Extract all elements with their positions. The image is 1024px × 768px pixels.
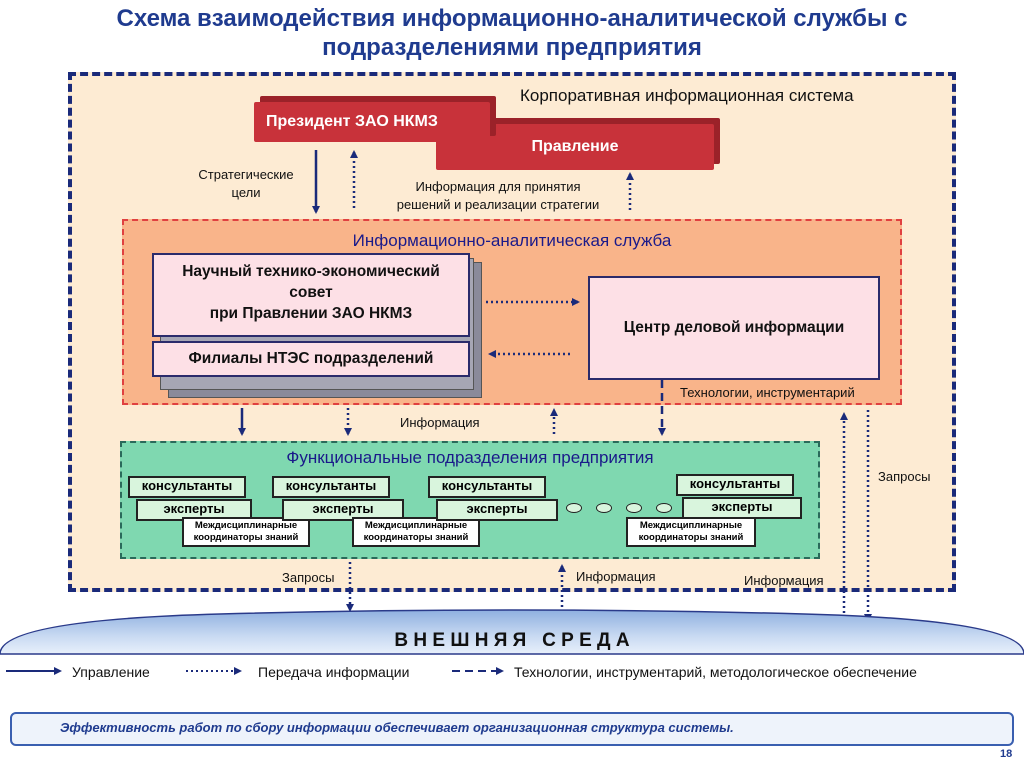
- footer-text: Эффективность работ по сбору информации …: [60, 720, 734, 735]
- experts-box: эксперты: [436, 499, 558, 521]
- oval-icon: [626, 503, 642, 513]
- strategic-goals-line-1: Стратегические: [198, 167, 294, 182]
- president-label: Президент ЗАО НКМЗ: [266, 113, 438, 130]
- coordinators-line-1: Междисциплинарные: [194, 520, 298, 531]
- legend-info-transfer: Передача информации: [258, 664, 410, 680]
- oval-icon: [596, 503, 612, 513]
- information-mid-text: Информация: [400, 415, 480, 430]
- decision-info-line-1: Информация для принятия: [415, 179, 581, 194]
- council-line-2: совет: [289, 284, 333, 301]
- functional-units-label: Функциональные подразделения предприятия: [286, 448, 654, 467]
- footer-box: [10, 712, 1014, 746]
- consultants-box: консультанты: [128, 476, 246, 498]
- page-number: 18: [1000, 748, 1013, 760]
- decision-info-line-2: решений и реализации стратегии: [396, 197, 600, 212]
- information-bottom-text: Информация: [576, 569, 656, 584]
- coordinators-line-2: координаторы знаний: [363, 532, 469, 543]
- consultants-box: консультанты: [676, 474, 794, 496]
- external-environment: [0, 609, 1024, 655]
- page-title: Схема взаимодействия информационно-анали…: [0, 4, 1024, 62]
- corporate-system-label: Корпоративная информационная система: [520, 86, 854, 105]
- information-right-text: Информация: [744, 573, 824, 588]
- consultants-box: консультанты: [272, 476, 390, 498]
- requests-bottom-text: Запросы: [282, 570, 335, 585]
- decision-info-text: Информация для принятия решений и реализ…: [370, 178, 626, 214]
- title-line-2: подразделениями предприятия: [322, 34, 702, 61]
- oval-icon: [566, 503, 582, 513]
- legend-control: Управление: [72, 664, 150, 680]
- branches-label: Филиалы НТЭС подразделений: [188, 350, 434, 367]
- coordinators-box: Междисциплинарные координаторы знаний: [626, 517, 756, 547]
- experts-box: эксперты: [282, 499, 404, 521]
- coordinators-line-1: Междисциплинарные: [639, 520, 743, 531]
- analytical-service-label: Информационно-аналитическая служба: [352, 231, 672, 250]
- requests-right-text: Запросы: [878, 469, 931, 484]
- consultants-box: консультанты: [428, 476, 546, 498]
- board-label: Правление: [531, 138, 619, 155]
- president-box: Президент ЗАО НКМЗ: [254, 102, 490, 142]
- coordinators-box: Междисциплинарные координаторы знаний: [182, 517, 310, 547]
- coordinators-line-1: Междисциплинарные: [364, 520, 468, 531]
- more-groups-ellipsis: [566, 500, 686, 518]
- business-center-label: Центр деловой информации: [623, 319, 845, 336]
- council-line-3: при Правлении ЗАО НКМЗ: [209, 305, 413, 322]
- legend-technologies: Технологии, инструментарий, методологиче…: [514, 664, 917, 680]
- oval-icon: [656, 503, 672, 513]
- coordinators-box: Междисциплинарные координаторы знаний: [352, 517, 480, 547]
- council-box: Научный технико-экономический совет при …: [152, 253, 470, 337]
- business-center-box: Центр деловой информации: [588, 276, 880, 380]
- technologies-text: Технологии, инструментарий: [680, 385, 855, 400]
- legend-icons: [6, 667, 504, 675]
- strategic-goals-text: Стратегические цели: [186, 166, 306, 202]
- council-line-1: Научный технико-экономический: [182, 263, 440, 280]
- branches-box: Филиалы НТЭС подразделений: [152, 341, 470, 377]
- strategic-goals-line-2: цели: [231, 185, 261, 200]
- coordinators-line-2: координаторы знаний: [638, 532, 744, 543]
- experts-box: эксперты: [136, 499, 252, 521]
- title-line-1: Схема взаимодействия информационно-анали…: [116, 5, 908, 32]
- external-environment-label: В Н Е Ш Н Я Я С Р Е Д А: [394, 630, 630, 651]
- coordinators-line-2: координаторы знаний: [193, 532, 299, 543]
